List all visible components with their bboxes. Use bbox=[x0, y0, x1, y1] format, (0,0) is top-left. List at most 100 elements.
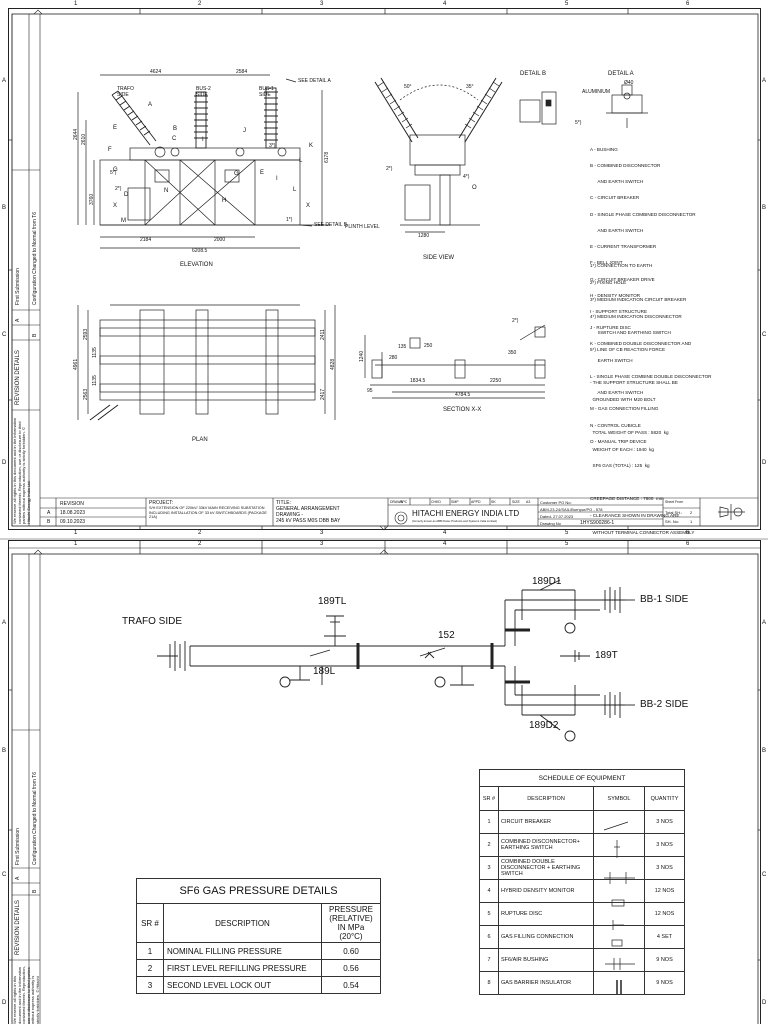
company-sub: (formerly known as ABB Power Products an… bbox=[412, 519, 497, 523]
total-sheets-value: 2 bbox=[690, 510, 693, 515]
section-title: SECTION X-X bbox=[443, 407, 482, 413]
legend-item: D - SINGLE PHASE COMBINED DISCONNECTOR bbox=[590, 211, 696, 217]
drawn-value: SPC bbox=[400, 500, 408, 504]
part-letter: B bbox=[173, 126, 178, 132]
sf6-pressure-table: SF6 GAS PRESSURE DETAILS SR # DESCRIPTIO… bbox=[136, 878, 381, 994]
angle-label: 50° bbox=[404, 84, 412, 90]
table-header: PRESSURE (RELATIVE) IN MPa (20°C) bbox=[321, 903, 381, 943]
revision-b: B bbox=[32, 333, 38, 337]
elevation-title: ELEVATION bbox=[180, 262, 213, 268]
sr-cell: 1 bbox=[136, 942, 164, 960]
dim-label: 1834.5 bbox=[410, 378, 426, 384]
legend-item: B - COMBINED DISCONNECTOR bbox=[590, 163, 661, 169]
dim-label: 2000 bbox=[214, 237, 226, 243]
equipment-title: SCHEDULE OF EQUIPMENT bbox=[479, 769, 685, 787]
title-line-1: GENERAL ARRANGEMENT bbox=[276, 506, 340, 512]
revision-config-change: Configuration Changed to Normal from T6 bbox=[32, 211, 38, 305]
label-189d1: 189D1 bbox=[532, 576, 562, 587]
detail-a-title: DETAIL A bbox=[608, 71, 634, 77]
table-header: SYMBOL bbox=[593, 786, 645, 811]
total-sheets-label: Total SH.: bbox=[665, 510, 683, 515]
dim-label: 6178 bbox=[324, 151, 330, 163]
legend-item: L - SINGLE PHASE COMBINE DOUBLE DISCONNE… bbox=[590, 373, 712, 379]
column-label: 4 bbox=[443, 1, 447, 7]
plan-title: PLAN bbox=[192, 437, 208, 443]
table-row: 6 GAS FILLING CONNECTION 4 SET bbox=[479, 925, 685, 949]
table-row: 2 FIRST LEVEL REFILLING PRESSURE 0.56 bbox=[136, 959, 381, 977]
note-item: TOTAL WEIGHT OF PASS : 5820 kg bbox=[590, 429, 669, 435]
desc-cell: FIRST LEVEL REFILLING PRESSURE bbox=[163, 959, 322, 977]
table-row: 4 HYBRID DENSITY MONITOR 12 NOS bbox=[479, 879, 685, 903]
part-letter: M bbox=[121, 218, 126, 224]
sheet-from: Sheet From bbox=[665, 500, 684, 504]
part-letter: E bbox=[260, 170, 265, 176]
pressure-cell: 0.54 bbox=[321, 976, 381, 994]
details bbox=[519, 84, 648, 128]
sr-cell: 2 bbox=[136, 959, 164, 977]
label-189d2: 189D2 bbox=[529, 720, 559, 731]
table-row: 2 COMBINED DISCONNECTOR+ EARTHING SWITCH… bbox=[479, 833, 685, 857]
column-label: 1 bbox=[74, 530, 78, 536]
row-label: C bbox=[2, 332, 7, 338]
checked-header: CHKD bbox=[431, 500, 441, 504]
legend-list: A - BUSHING B - COMBINED DISCONNECTOR AN… bbox=[590, 136, 750, 455]
notes-list: 1*) CONNECTION TO EARTH 2*) FIXING HOLE … bbox=[590, 252, 750, 547]
dim-label: 2417 bbox=[320, 388, 326, 400]
bus1-side-label: BUS-1 SIDE bbox=[259, 86, 274, 98]
row-label: B bbox=[762, 748, 767, 754]
column-label: 6 bbox=[686, 541, 690, 547]
legend-item: E - CURRENT TRANSFORMER bbox=[590, 244, 657, 250]
note-item: SWITCH AND EARTHING SWITCH bbox=[590, 330, 671, 336]
note-item: SF6 GAS (TOTAL) : 125 kg bbox=[590, 463, 650, 469]
label-152: 152 bbox=[438, 630, 455, 641]
column-label: 4 bbox=[443, 530, 447, 536]
note-item: 3*) MEDIUM INDICATION CIRCUIT BREAKER bbox=[590, 296, 687, 302]
part-letter: A bbox=[148, 102, 153, 108]
legend-item: M - GAS CONNECTION FILLING bbox=[590, 406, 659, 412]
qty-cell: 3 NOS bbox=[644, 856, 685, 880]
sr-cell: 1 bbox=[479, 810, 499, 834]
dim-label: 2644 bbox=[73, 128, 79, 140]
qty-cell: 9 NOS bbox=[644, 948, 685, 972]
revision-b-date: 09.10.2023 bbox=[60, 519, 86, 525]
column-label: 6 bbox=[686, 530, 690, 536]
revision-b: B bbox=[32, 889, 38, 893]
copyright-notice: We reserve all rights in this document a… bbox=[13, 966, 39, 1024]
qty-cell: 3 NOS bbox=[644, 833, 685, 857]
dim-label: 350 bbox=[508, 350, 517, 356]
bb1-side-label: BB-1 SIDE bbox=[640, 594, 689, 605]
dim-label: 3760 bbox=[89, 193, 95, 205]
gas-filling-symbol bbox=[593, 925, 645, 949]
note-item: - THE SUPPORT STRUCTURE SHALL BE bbox=[590, 380, 678, 386]
column-label: 1 bbox=[74, 1, 78, 7]
see-detail-b: SEE DETAIL B bbox=[314, 222, 348, 228]
row-label: A bbox=[2, 620, 7, 626]
qty-cell: 12 NOS bbox=[644, 879, 685, 903]
dim-label: 250 bbox=[424, 343, 433, 349]
revision-a: A bbox=[15, 876, 21, 880]
part-letter: I bbox=[276, 176, 278, 182]
revision-details-label: REVISION DETAILS bbox=[15, 350, 21, 405]
legend-item: J - RUPTURE DISC bbox=[590, 325, 631, 331]
legend-item: K - COMBINED DOUBLE DISCONNECTOR AND bbox=[590, 341, 692, 347]
drawing-no-header: Drawing No bbox=[540, 521, 561, 526]
qty-cell: 4 SET bbox=[644, 925, 685, 949]
disconnector-symbol bbox=[593, 833, 645, 857]
desc-cell: RUPTURE DISC bbox=[498, 902, 594, 926]
copyright-notice: We reserve all rights in this document a… bbox=[12, 417, 31, 524]
drawing-sheet-1: 1 2 3 4 5 6 1 2 3 4 5 6 A B C D A B C D … bbox=[0, 0, 768, 538]
sr-cell: 8 bbox=[479, 971, 499, 995]
title-line-3: 245 kV PASS M0S DBB BAY bbox=[276, 518, 341, 524]
revision-a-cell: A bbox=[47, 510, 51, 516]
note-item bbox=[590, 364, 750, 369]
column-label: 3 bbox=[320, 541, 324, 547]
desc-cell: GAS BARRIER INSULATOR bbox=[498, 971, 594, 995]
revision-a-date: 18.08.2023 bbox=[60, 510, 86, 516]
row-label: D bbox=[762, 460, 767, 466]
approved-header: APPD bbox=[471, 500, 481, 504]
legend-item: O - MANUAL TRIP DEVICE bbox=[590, 438, 647, 444]
detail-b-title: DETAIL B bbox=[520, 71, 547, 77]
table-header: DESCRIPTION bbox=[163, 903, 322, 943]
revision-first-submission: First Submission bbox=[15, 268, 21, 305]
desc-cell: SECOND LEVEL LOCK OUT bbox=[163, 976, 322, 994]
